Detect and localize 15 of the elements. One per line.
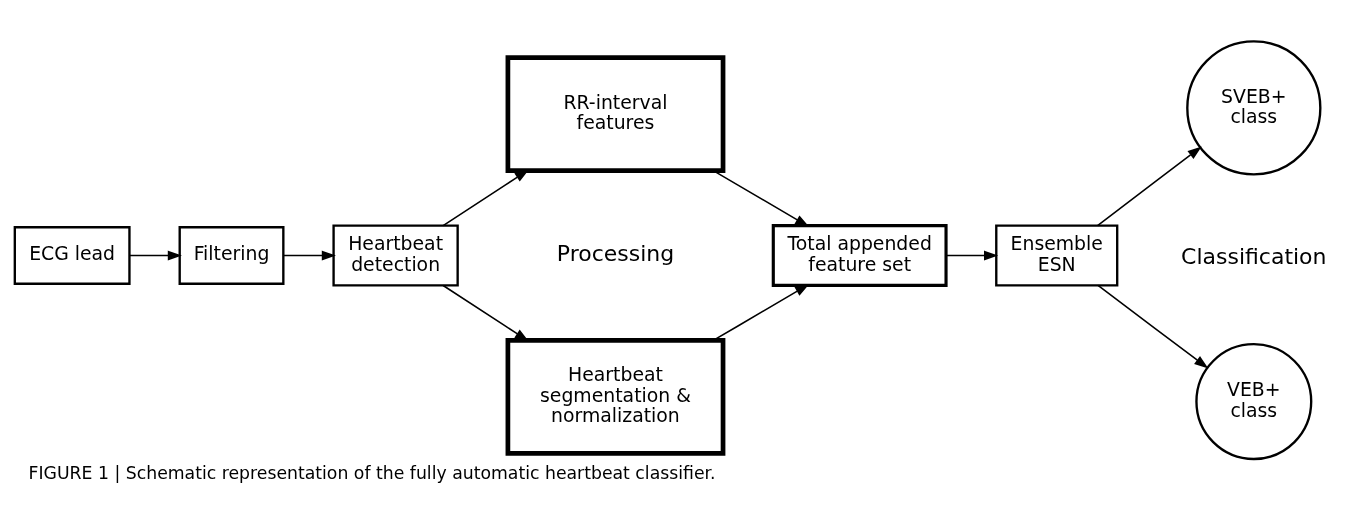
label: Classification	[1181, 244, 1327, 270]
node-box: Ensemble ESN	[995, 224, 1119, 287]
arrow	[1097, 284, 1209, 369]
node-box: Heartbeat detection	[332, 224, 459, 287]
node-box: Filtering	[178, 226, 285, 285]
arrow	[945, 250, 999, 261]
arrow	[128, 250, 182, 261]
label: Processing	[556, 241, 675, 267]
node-box: ECG lead	[13, 226, 131, 285]
node-box: Heartbeat segmentation & normalization	[505, 337, 726, 456]
arrow	[1096, 146, 1202, 227]
arrow	[282, 250, 336, 261]
node-box: RR-interval features	[505, 55, 726, 174]
caption: FIGURE 1 | Schematic representation of the fully automatic heartbeat classifier.	[28, 463, 716, 484]
node-box: Total appended feature set	[771, 224, 948, 287]
